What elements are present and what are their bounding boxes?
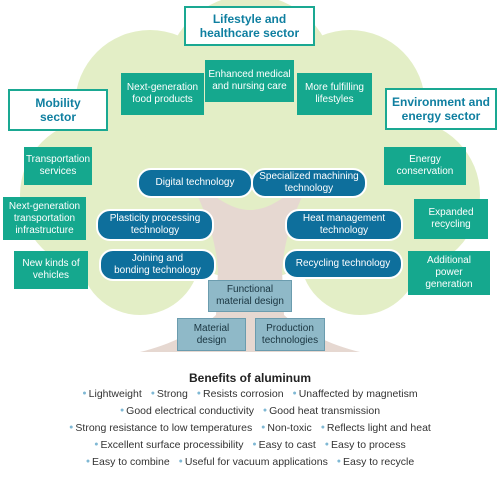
environment-item-power-generation: Additional power generation: [408, 251, 490, 295]
benefit-item: Easy to process: [325, 439, 406, 451]
mobility-sector-label: Mobility sector: [8, 89, 108, 131]
lifestyle-item-medical: Enhanced medical and nursing care: [205, 60, 294, 102]
benefit-item: Easy to combine: [86, 456, 170, 468]
benefits-title: Benefits of aluminum: [188, 371, 311, 385]
mobility-item-infrastructure: Next-generation transportation infrastru…: [3, 197, 86, 240]
benefit-item: Easy to cast: [252, 439, 316, 451]
mobility-item-vehicles: New kinds of vehicles: [14, 251, 88, 289]
benefit-item: Good heat transmission: [263, 405, 380, 417]
foundation-material-design: Material design: [177, 318, 246, 351]
benefit-item: Strong: [151, 388, 188, 400]
technology-joining-bonding: Joining and bonding technology: [99, 249, 216, 281]
environment-item-recycling: Expanded recycling: [414, 199, 488, 239]
benefit-item: Useful for vacuum applications: [179, 456, 328, 468]
benefits-row: Excellent surface processibility Easy to…: [0, 439, 500, 451]
technology-heat-management: Heat management technology: [285, 209, 403, 241]
benefit-item: Resists corrosion: [197, 388, 284, 400]
mobility-item-transportation-services: Transportation services: [24, 147, 92, 185]
foundation-functional-material-design: Functional material design: [208, 280, 292, 312]
benefit-item: Strong resistance to low temperatures: [69, 422, 252, 434]
technology-recycling: Recycling technology: [283, 249, 403, 279]
benefit-item: Unaffected by magnetism: [292, 388, 418, 400]
benefit-item: Non-toxic: [261, 422, 311, 434]
lifestyle-item-food: Next-generation food products: [121, 73, 204, 115]
benefit-item: Excellent surface processibility: [94, 439, 244, 451]
tree-trunk: [140, 170, 360, 352]
benefit-item: Good electrical conductivity: [120, 405, 254, 417]
benefits-row: Good electrical conductivity Good heat t…: [0, 405, 500, 417]
environment-item-energy-conservation: Energy conservation: [384, 147, 466, 185]
foundation-production-technologies: Production technologies: [255, 318, 325, 351]
environment-sector-label: Environment and energy sector: [385, 88, 497, 130]
lifestyle-item-lifestyles: More fulfilling lifestyles: [297, 73, 372, 115]
benefits-row: Lightweight Strong Resists corrosion Una…: [0, 388, 500, 400]
benefits-row: Strong resistance to low temperatures No…: [0, 422, 500, 434]
benefit-item: Lightweight: [82, 388, 142, 400]
technology-plasticity-processing: Plasticity processing technology: [96, 209, 214, 241]
benefits-row: Easy to combine Useful for vacuum applic…: [0, 456, 500, 468]
technology-digital: Digital technology: [137, 168, 253, 198]
lifestyle-sector-label: Lifestyle and healthcare sector: [184, 6, 315, 46]
benefit-item: Reflects light and heat: [321, 422, 431, 434]
benefit-item: Easy to recycle: [337, 456, 414, 468]
technology-specialized-machining: Specialized machining technology: [251, 168, 367, 198]
